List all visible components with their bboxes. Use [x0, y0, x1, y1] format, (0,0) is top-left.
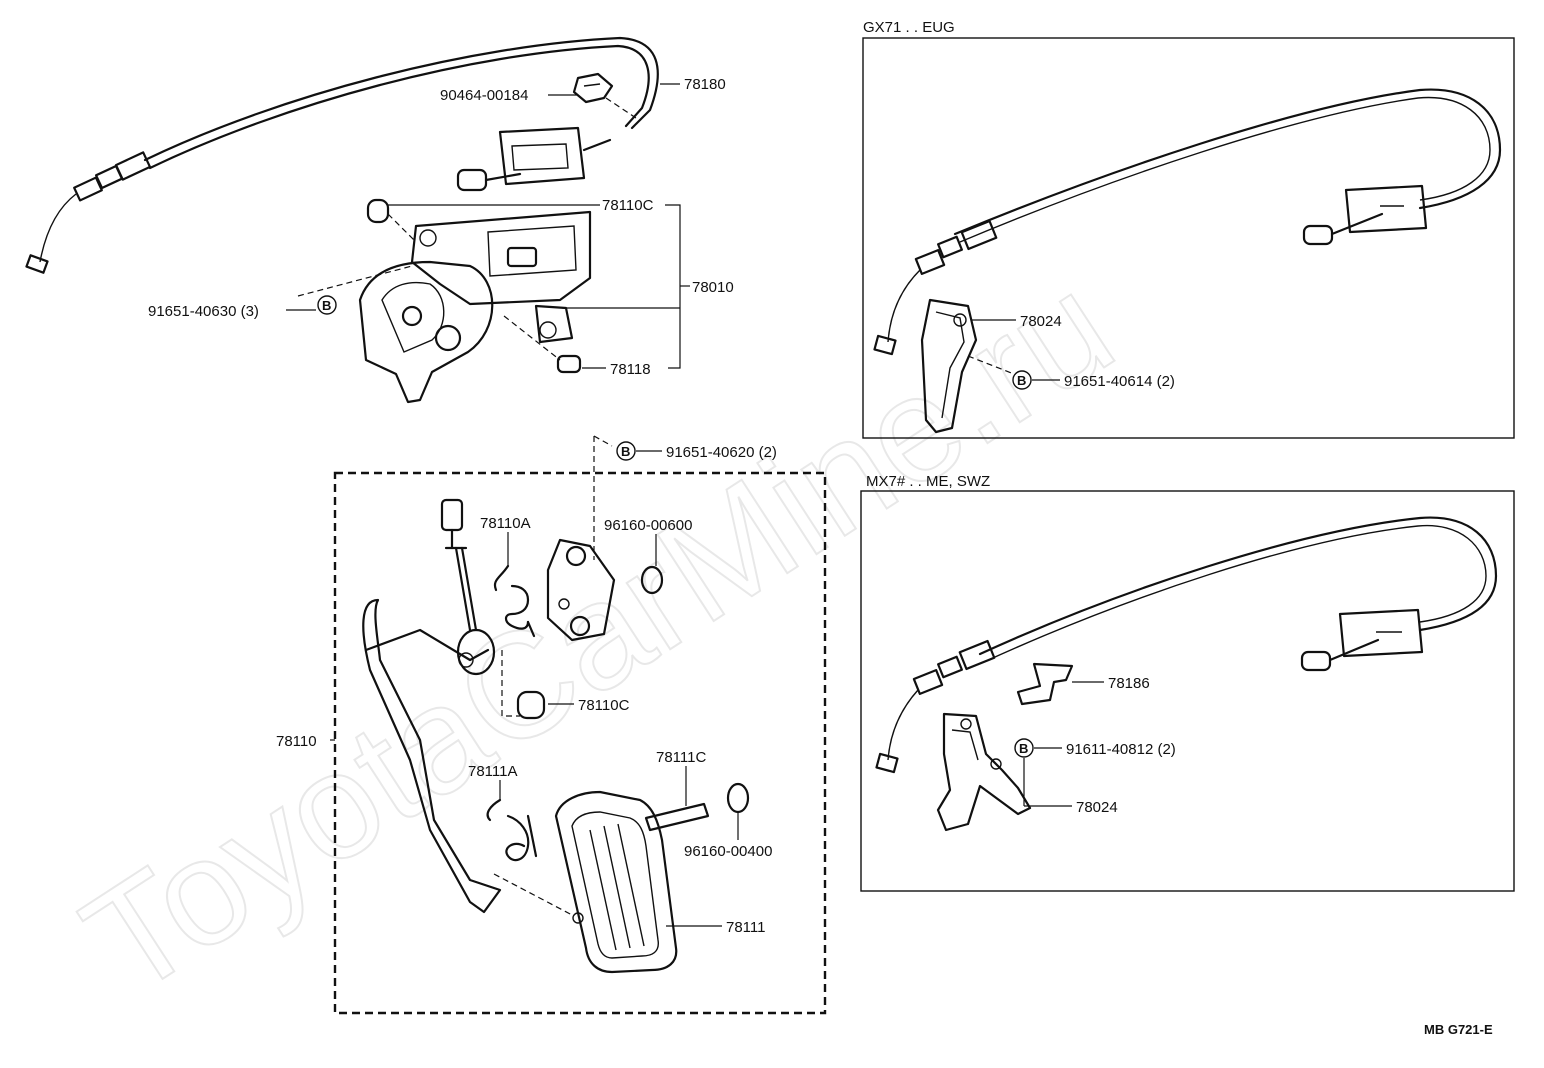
label-91651-40630: 91651-40630 (3): [148, 303, 259, 320]
pedal-pad-78111: [554, 790, 678, 974]
clip-90464-00184: [572, 72, 614, 104]
pedal-arm: [362, 498, 502, 914]
bolt-symbol-b-40630: B: [317, 295, 337, 315]
label-78024-top: 78024: [1020, 313, 1062, 330]
label-78111a: 78111A: [468, 763, 518, 780]
cable-end-bracket: [456, 126, 612, 192]
bracket-assembly-78010: [358, 210, 592, 404]
label-96160-00400: 96160-00400: [684, 843, 772, 860]
bolt-symbol-b-40620: B: [616, 441, 636, 461]
svg-text:B: B: [1019, 741, 1028, 756]
bracket-78186: [1016, 662, 1074, 706]
washer-96160-00600: [640, 565, 664, 595]
label-96160-00600: 96160-00600: [604, 517, 692, 534]
svg-text:B: B: [322, 298, 331, 313]
svg-text:B: B: [621, 444, 630, 459]
inset-title-top: GX71 . . EUG: [863, 19, 955, 36]
accelerator-cable-78180: [25, 36, 659, 274]
label-78110c-top: 78110C: [602, 197, 654, 214]
inset-title-bottom: MX7# . . ME, SWZ: [866, 473, 990, 490]
inset-frame-top: [862, 37, 1515, 439]
label-78180: 78180: [684, 76, 726, 93]
label-78111c: 78111C: [656, 749, 706, 766]
label-78118: 78118: [610, 361, 651, 378]
bolt-symbol-b-40614: B: [1012, 370, 1032, 390]
cushion-78110c-bottom: [516, 690, 546, 720]
cable-gx71: [873, 88, 1502, 356]
stopper-78118: [556, 354, 582, 374]
bracket-78024-mx7: [936, 712, 1032, 832]
label-78111: 78111: [726, 919, 766, 936]
reference-code: MB G721-E: [1424, 1022, 1493, 1037]
svg-text:B: B: [1017, 373, 1026, 388]
pin-78111c: [644, 802, 710, 832]
label-91651-40614: 91651-40614 (2): [1064, 373, 1175, 390]
washer-96160-00400: [726, 782, 750, 814]
cushion-78110c-top: [366, 198, 390, 224]
cable-mx7: [875, 516, 1498, 774]
label-78010: 78010: [692, 279, 734, 296]
pedal-assembly-frame: [333, 471, 827, 1015]
label-78110c-bottom: 78110C: [578, 697, 630, 714]
inset-frame-bottom: [860, 490, 1515, 892]
label-78024-bottom: 78024: [1076, 799, 1118, 816]
bracket-plate: [546, 538, 616, 642]
spring-78110a: [493, 564, 536, 638]
bolt-symbol-b-40812: B: [1014, 738, 1034, 758]
label-78110a: 78110A: [480, 515, 531, 532]
label-91611-40812: 91611-40812 (2): [1066, 741, 1176, 758]
spring-78111a: [486, 798, 538, 862]
label-78110: 78110: [276, 733, 317, 750]
label-78186: 78186: [1108, 675, 1150, 692]
bracket-78024-gx71: [920, 298, 978, 434]
label-91651-40620: 91651-40620 (2): [666, 444, 777, 461]
label-90464-00184: 90464-00184: [440, 87, 528, 104]
